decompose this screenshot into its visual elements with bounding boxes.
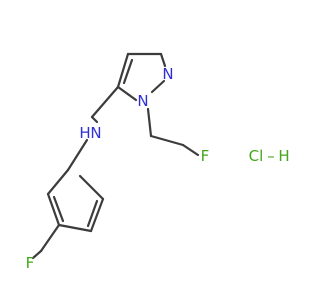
atom-amine-nitrogen: N [90, 124, 101, 142]
bond-ch2-f [181, 143, 200, 157]
salt-bond: – [267, 147, 275, 165]
bond-ar1 [46, 168, 70, 196]
bond-n1-ch2 [146, 107, 153, 138]
structure-canvas: N N N H F F Cl – H [25, 52, 290, 272]
bond-layer [31, 52, 200, 260]
atom-aryl-fluorine: F [26, 254, 35, 272]
bond-ar-inner-1 [52, 195, 65, 223]
bond-ar-inner-2 [86, 199, 99, 228]
salt-chlorine: Cl [249, 147, 264, 165]
bond-ar5 [89, 197, 105, 233]
atom-fluoroethyl-fluorine: F [201, 147, 210, 165]
bond-n2-n1 [150, 79, 166, 94]
bond-c3-n2 [159, 52, 167, 68]
bond-ar4 [57, 223, 93, 233]
bond-ch2-ch2 [149, 134, 185, 147]
atom-label-layer: N N N H F F Cl – H [26, 65, 290, 272]
atom-amine-hydrogen: H [79, 124, 90, 142]
bond-ar6 [78, 174, 105, 201]
molecule-drawing: N N N H F F Cl – H [26, 52, 290, 272]
bond-ar2 [46, 192, 61, 227]
bond-c5-ch2 [90, 85, 120, 119]
bond-n1-c5 [116, 85, 138, 102]
bond-ar3 [39, 223, 61, 253]
bond-methylene-amine [90, 115, 99, 124]
bond-c4-c5-inner [122, 58, 134, 85]
bond-amine-ch2 [66, 138, 89, 172]
salt-hydrogen: H [278, 147, 289, 165]
atom-ring-nitrogen-top: N [162, 65, 173, 83]
bond-aryl-f [31, 249, 43, 260]
bond-c4-c5 [116, 52, 130, 89]
atom-ring-nitrogen-substituted: N [137, 92, 148, 110]
